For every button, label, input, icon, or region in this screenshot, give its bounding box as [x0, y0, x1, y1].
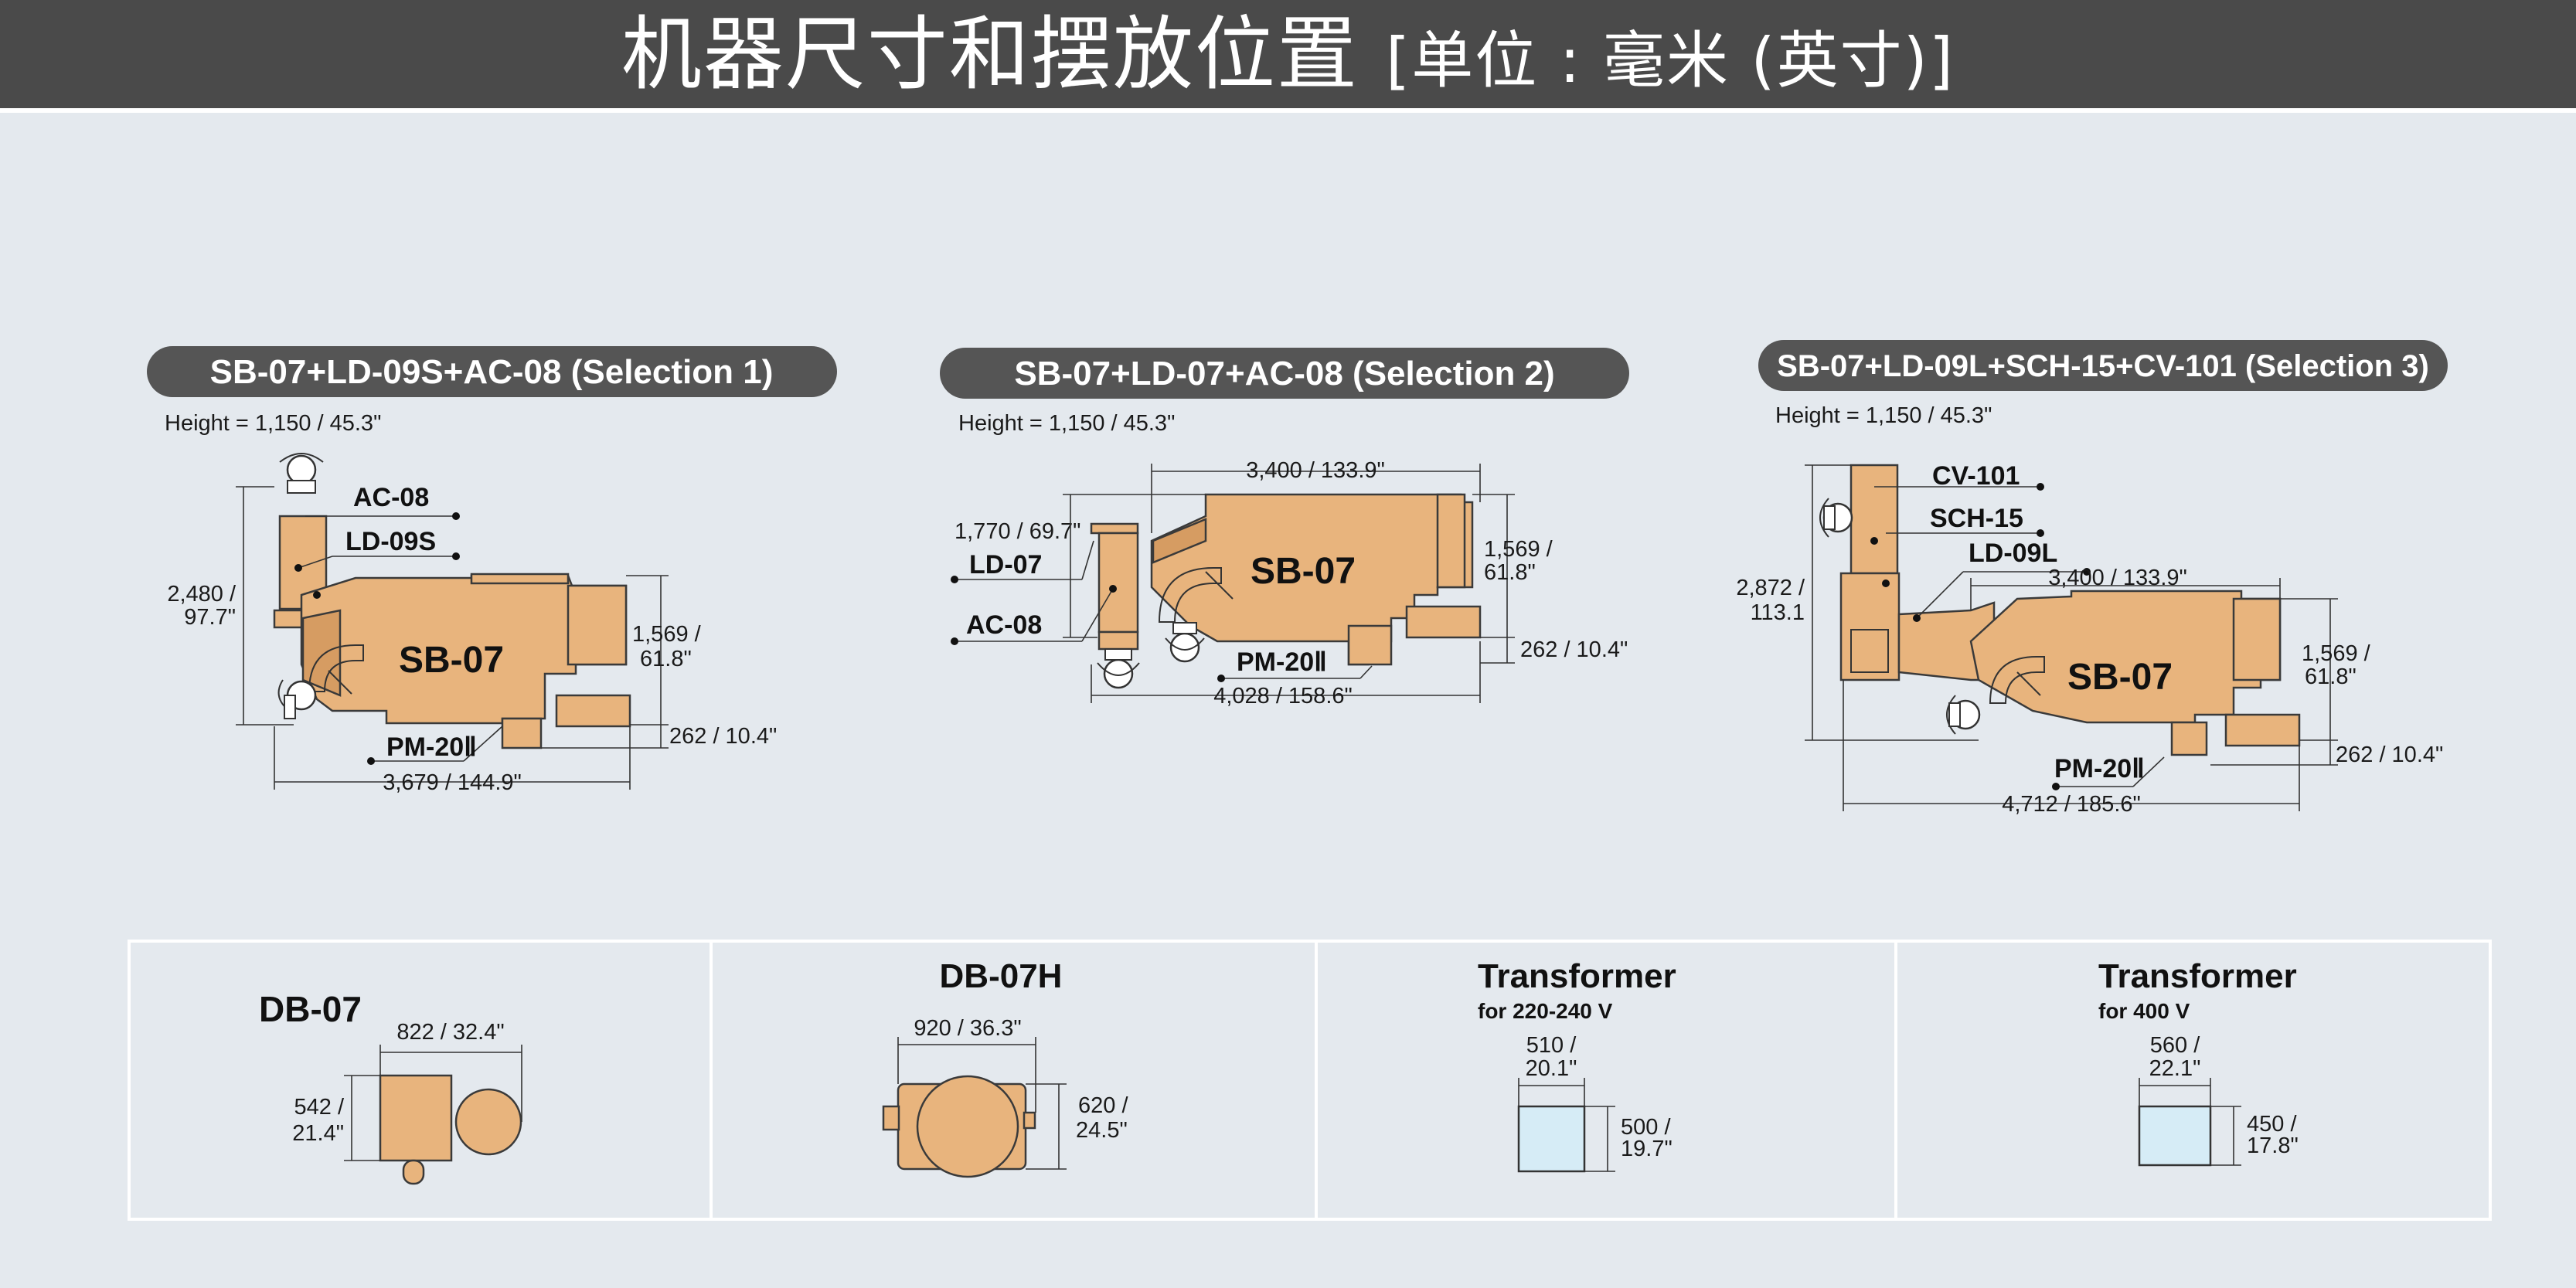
db-07-width-dim: 822 / 32.4" [396, 1020, 504, 1045]
transformer-400-height-dim-a: 450 / [2247, 1112, 2297, 1137]
selection-3-dim-height-a: 2,872 / [1736, 576, 1805, 600]
operator-icon [279, 453, 324, 494]
selection-1-dim-small: 262 / 10.4" [669, 724, 777, 749]
transformer-220-voltage: for 220-240 V [1478, 999, 1613, 1023]
selection-3-title: SB-07+LD-09L+SCH-15+CV-101 (Selection 3) [1777, 349, 2429, 383]
selection-3-title-pill [1758, 340, 2448, 391]
sch-15-label: SCH-15 [1930, 504, 2023, 533]
db-07h-height-dim-a: 620 / [1078, 1093, 1128, 1118]
selection-2-height: Height = 1,150 / 45.3" [958, 411, 1175, 436]
db-07-height-dim-a: 542 / [294, 1095, 345, 1120]
transformer-400-label: Transformer [2098, 957, 2297, 995]
selection-1-machine [273, 453, 631, 749]
selection-1-dim-right-a: 1,569 / [632, 622, 702, 647]
selection-1-dim-right-b: 61.8" [640, 647, 692, 671]
selection-1-dim-height-b: 97.7" [184, 605, 236, 630]
transformer-220-height-dim-b: 19.7" [1621, 1137, 1673, 1161]
selection-2: SB-07+LD-07+AC-08 (Selection 2) Height =… [940, 348, 1629, 709]
ld-09l-label: LD-09L [1969, 539, 2057, 568]
operator-icon [277, 679, 317, 719]
transformer-400-cell: Transformer for 400 V 560 / 22.1" 450 / … [2098, 957, 2299, 1167]
transformer-400-width-dim-a: 560 / [2150, 1033, 2200, 1058]
selection-3-dim-right-b: 61.8" [2305, 664, 2357, 689]
selection-3-machine [1819, 464, 2301, 756]
db-07-label: DB-07 [259, 989, 362, 1029]
ac-08-label: AC-08 [353, 483, 429, 512]
accessory-panel-frame [128, 940, 2492, 1221]
pm-20ii-label: PM-20Ⅱ [1237, 647, 1327, 677]
selection-3: SB-07+LD-09L+SCH-15+CV-101 (Selection 3)… [1736, 340, 2448, 817]
selection-1: SB-07+LD-09S+AC-08 (Selection 1) Height … [147, 346, 837, 795]
selection-2-title-pill [940, 348, 1629, 399]
selection-2-dim-top: 3,400 / 133.9" [1246, 458, 1385, 483]
sb-07-label: SB-07 [399, 640, 504, 681]
transformer-220-shape [1517, 1105, 1586, 1173]
operator-icon [1097, 648, 1140, 689]
db-07h-cell: DB-07H 920 / 36.3" 620 / 24.5" [882, 957, 1128, 1178]
selection-2-dim-right-a: 1,569 / [1484, 537, 1553, 562]
sb-07-label: SB-07 [2067, 657, 2173, 698]
operator-icon [1946, 695, 1981, 735]
selection-2-machine [1090, 493, 1482, 689]
sb-07-label: SB-07 [1251, 551, 1356, 592]
pm-20ii-label: PM-20Ⅱ [2054, 754, 2145, 783]
transformer-400-voltage: for 400 V [2098, 999, 2190, 1023]
transformer-400-height-dim-b: 17.8" [2247, 1133, 2299, 1158]
selection-3-dim-small: 262 / 10.4" [2336, 743, 2443, 767]
db-07-cell: DB-07 822 / 32.4" 542 / 21.4" [259, 989, 522, 1185]
db-07h-label: DB-07H [940, 957, 1063, 995]
page-title-main: 机器尺寸和摆放位置 [621, 7, 1359, 101]
db-07h-height-dim-b: 24.5" [1076, 1118, 1128, 1143]
operator-icon [1819, 498, 1853, 538]
selection-1-dim-width: 3,679 / 144.9" [383, 770, 522, 795]
selection-3-dim-width: 4,712 / 185.6" [2002, 792, 2141, 817]
cv-101-unit [1849, 464, 1899, 575]
transformer-220-cell: Transformer for 220-240 V 510 / 20.1" 50… [1478, 957, 1676, 1173]
db-07-height-dim-b: 21.4" [292, 1121, 344, 1146]
transformer-400-shape [2138, 1105, 2212, 1167]
selection-2-dim-small: 262 / 10.4" [1520, 637, 1628, 662]
db-07-shape [379, 1074, 453, 1162]
selection-2-dim-right-b: 61.8" [1484, 560, 1536, 585]
selection-3-height: Height = 1,150 / 45.3" [1775, 403, 1992, 428]
selection-3-dim-top: 3,400 / 133.9" [2048, 566, 2187, 590]
selection-2-title: SB-07+LD-07+AC-08 (Selection 2) [1014, 355, 1554, 393]
selection-1-title-pill [147, 346, 837, 397]
ld-07-unit [1097, 532, 1139, 634]
operator-icon [1165, 622, 1205, 663]
cv-101-label: CV-101 [1932, 461, 2020, 491]
transformer-220-height-dim-a: 500 / [1621, 1115, 1671, 1140]
transformer-220-width-dim-b: 20.1" [1526, 1056, 1577, 1081]
sch-15-unit [1839, 572, 1901, 681]
ld-09s-label: LD-09S [345, 527, 436, 556]
selection-2-dim-left: 1,770 / 69.7" [955, 519, 1080, 544]
ld-07-label: LD-07 [969, 550, 1042, 579]
transformer-400-width-dim-b: 22.1" [2149, 1056, 2201, 1081]
header-bar [0, 0, 2576, 108]
selection-1-height: Height = 1,150 / 45.3" [165, 411, 381, 436]
selection-2-dim-width: 4,028 / 158.6" [1213, 684, 1353, 709]
header-divider [0, 108, 2576, 113]
accessory-panel: DB-07 822 / 32.4" 542 / 21.4" DB-07H 920… [128, 940, 2492, 1221]
selection-3-dim-height-b: 113.1 [1751, 600, 1805, 625]
selection-1-dim-height-a: 2,480 / [167, 582, 237, 607]
selection-3-dim-right-a: 1,569 / [2302, 641, 2371, 666]
transformer-220-width-dim-a: 510 / [1526, 1033, 1577, 1058]
transformer-220-label: Transformer [1478, 957, 1676, 995]
page-title: 机器尺寸和摆放位置 [单位 : 毫米 (英寸)] [0, 0, 2576, 108]
pm-20ii-label: PM-20Ⅱ [386, 732, 477, 762]
ac-08-label: AC-08 [966, 610, 1042, 640]
db-07h-width-dim: 920 / 36.3" [914, 1016, 1021, 1041]
selection-1-title: SB-07+LD-09S+AC-08 (Selection 1) [210, 353, 774, 391]
page-title-unit: [单位 : 毫米 (英寸)] [1385, 25, 1955, 97]
